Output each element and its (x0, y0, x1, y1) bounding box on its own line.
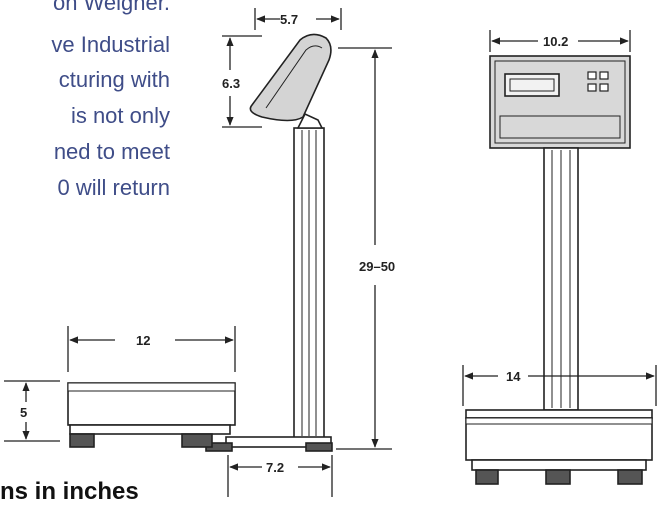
platform (67, 382, 236, 448)
side-dimensions (4, 8, 392, 497)
dim-label-display-height: 6.3 (222, 76, 240, 91)
dim-label-display-width: 5.7 (280, 12, 298, 27)
front-column (543, 147, 579, 411)
front-display-head (489, 55, 631, 149)
display-head (249, 33, 332, 122)
dimensions-caption: ns in inches (0, 478, 139, 505)
display-screen (504, 73, 560, 97)
front-dimensions (462, 30, 657, 406)
keypad (587, 71, 609, 92)
paragraph-line: is not only (70, 103, 170, 128)
base-plate (205, 436, 333, 452)
front-platform (465, 409, 653, 485)
paragraph-line: ned to meet (53, 139, 170, 164)
paragraph-line: on Weigher. (52, 0, 170, 15)
front-view (465, 55, 653, 485)
paragraph-line: cturing with (58, 67, 170, 92)
paragraph-line: ve Industrial (51, 32, 170, 57)
dim-label-platform-height: 5 (20, 405, 27, 420)
dim-label-platform-width: 12 (136, 333, 150, 348)
dim-label-base-depth: 7.2 (266, 460, 284, 475)
dim-label-front-platform-width: 14 (506, 369, 521, 384)
column (293, 127, 325, 439)
dim-label-overall-height: 29–50 (359, 259, 395, 274)
dim-label-front-display-width: 10.2 (543, 34, 568, 49)
paragraph-line: 0 will return (57, 175, 170, 200)
side-view (67, 33, 333, 452)
